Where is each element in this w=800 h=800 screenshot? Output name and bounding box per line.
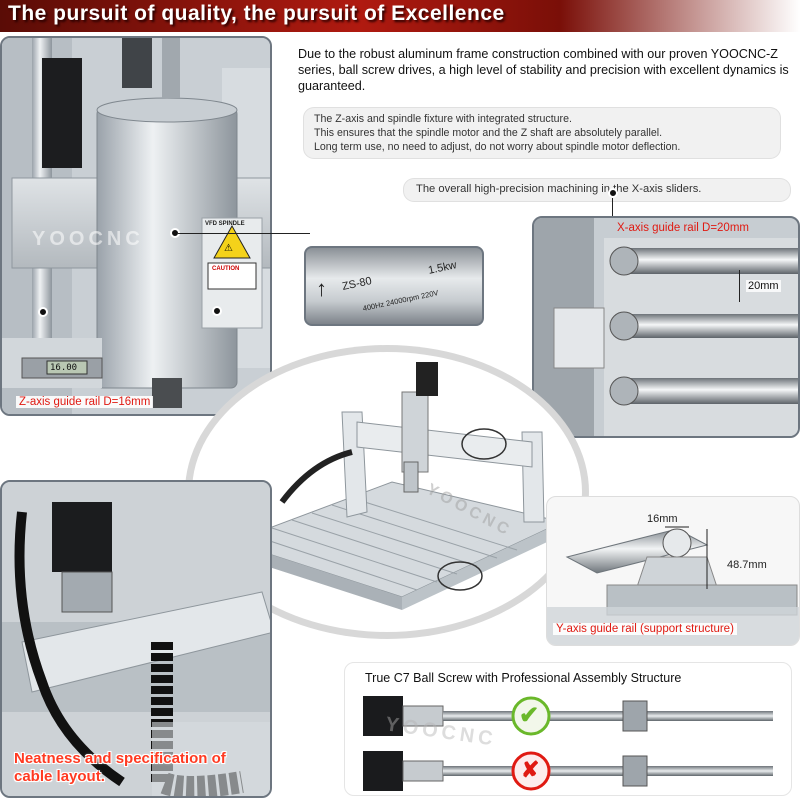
ballscrew-title: True C7 Ball Screw with Professional Ass… — [365, 671, 682, 685]
z-axis-callout: The Z-axis and spindle fixture with inte… — [304, 108, 780, 158]
spindle-power: 1.5kw — [427, 259, 458, 277]
pointer-dot — [38, 307, 48, 317]
cable-photo: Neatness and specification of cable layo… — [0, 480, 272, 798]
y-rail-label: Y-axis guide rail (support structure) — [553, 623, 737, 635]
caliper-reading: 16.00 — [50, 363, 78, 373]
z-callout-line-1: The Z-axis and spindle fixture with inte… — [314, 113, 572, 125]
x-rail-illustration — [534, 218, 798, 436]
cable-illustration — [2, 482, 270, 796]
x-dim-line — [739, 270, 740, 302]
x-rail-photo: X-axis guide rail D=20mm 20mm — [532, 216, 800, 438]
z-callout-line-3: Long term use, no need to adjust, do not… — [314, 141, 681, 153]
spindle-model: ZS-80 — [341, 275, 373, 293]
check-icon: ✔ — [519, 702, 540, 729]
page-title: The pursuit of quality, the pursuit of E… — [8, 2, 505, 25]
y-dim-height: 48.7mm — [727, 559, 767, 571]
vfd-warning-icon: ⚠ — [224, 243, 233, 254]
arrow-up-icon: ↑ — [316, 276, 327, 301]
ballscrew-panel: True C7 Ball Screw with Professional Ass… — [344, 662, 792, 796]
x-dim-label: 20mm — [746, 280, 781, 292]
spindle-label-closeup: ↑ ZS-80 1.5kw 400Hz 24000rpm 220V — [304, 246, 484, 326]
z-callout-line-2: This ensures that the spindle motor and … — [314, 127, 663, 139]
ballscrew-illustration — [363, 696, 773, 791]
x-callout-text: The overall high-precision machining in … — [416, 183, 702, 195]
watermark: YOOCNC — [32, 228, 144, 250]
y-rail-diagram: 16mm 48.7mm Y-axis guide rail (support s… — [546, 496, 800, 646]
vfd-warning-text: CAUTION — [212, 266, 240, 272]
cable-caption: Neatness and specification of cable layo… — [14, 750, 226, 785]
pointer-line — [178, 233, 310, 234]
pointer-dot — [212, 306, 222, 316]
z-rail-label: Z-axis guide rail D=16mm — [16, 396, 154, 408]
spindle-photo: YOOCNC VFD SPINDLE ⚠ CAUTION 16.00 Z-axi… — [0, 36, 272, 416]
header-bar — [0, 0, 800, 32]
pointer-dot — [608, 188, 618, 198]
intro-paragraph: Due to the robust aluminum frame constru… — [298, 47, 789, 93]
spindle-specs: 400Hz 24000rpm 220V — [361, 288, 440, 313]
y-dim-width: 16mm — [647, 513, 678, 525]
y-rail-illustration — [547, 526, 799, 645]
cross-icon: ✘ — [521, 757, 540, 782]
x-axis-callout: The overall high-precision machining in … — [404, 179, 790, 201]
spindle-illustration — [2, 38, 270, 414]
cnc-machine-illustration — [230, 362, 564, 610]
vfd-tag-title: VFD SPINDLE — [205, 221, 245, 227]
x-rail-label: X-axis guide rail D=20mm — [617, 222, 749, 234]
